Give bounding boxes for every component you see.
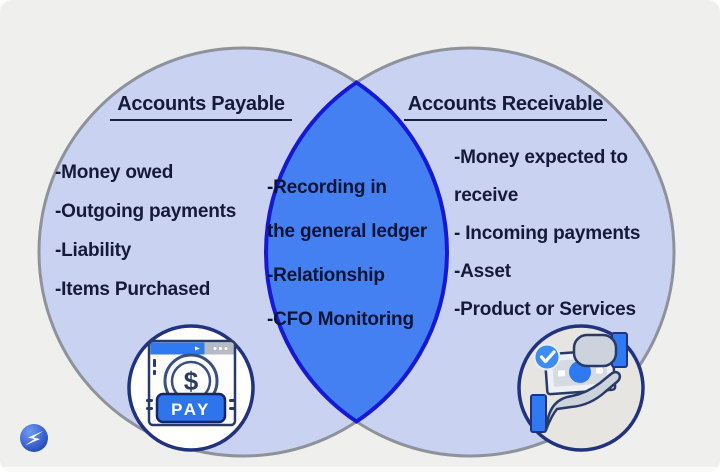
list-item: -Money owed <box>55 161 174 183</box>
dollar-symbol: $ <box>184 366 199 396</box>
list-item: receive <box>454 185 519 206</box>
browser-window-border <box>147 339 237 427</box>
list-item: -Recording in <box>267 177 387 198</box>
checkmark-icon <box>539 350 556 364</box>
list-item: -Asset <box>454 261 511 282</box>
bottom-edge <box>0 467 720 472</box>
receiving-hand-icon <box>544 370 622 432</box>
window-dot <box>224 347 228 350</box>
window-dash <box>153 359 156 367</box>
overlap-lens <box>264 80 449 424</box>
accounts-payable-title: Accounts Payable <box>110 92 292 121</box>
window-dot <box>213 347 217 350</box>
pay-button-label: PAY <box>171 400 211 419</box>
pay-icon: $ PAY <box>127 324 255 452</box>
brand-logo <box>20 424 48 452</box>
list-item: -Items Purchased <box>55 278 211 300</box>
window-caret-icon <box>195 346 200 351</box>
browser-bar-blue <box>150 342 205 355</box>
giving-hand-icon <box>572 333 618 368</box>
window-dot <box>219 347 222 350</box>
accounts-receivable-title: Accounts Receivable <box>404 92 607 121</box>
receiving-hand-cuff <box>530 394 547 433</box>
lightning-bolt-icon <box>25 431 43 446</box>
receive-money-icon <box>517 324 645 452</box>
list-item: -Outgoing payments <box>55 200 237 222</box>
check-badge-icon <box>533 343 561 371</box>
list-item: -CFO Monitoring <box>267 309 414 330</box>
overlap-list: -Recording in the general ledger -Relati… <box>267 166 427 342</box>
list-item: the general ledger <box>267 221 428 242</box>
list-item: -Relationship <box>267 265 385 286</box>
list-item: - Incoming payments <box>454 223 641 244</box>
window-dash <box>153 370 156 375</box>
accounts-payable-list: -Money owed -Outgoing payments -Liabilit… <box>55 153 236 309</box>
list-item: -Product or Services <box>454 299 636 320</box>
list-item: -Liability <box>55 239 132 261</box>
list-item: -Money expected to <box>454 147 628 168</box>
accounts-receivable-list: -Money expected to receive - Incoming pa… <box>454 139 640 329</box>
pay-button <box>155 392 227 424</box>
